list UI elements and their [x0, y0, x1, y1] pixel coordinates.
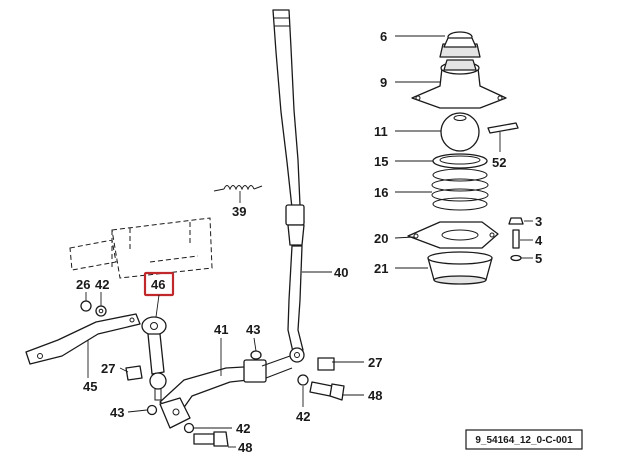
ring-15 [432, 153, 488, 169]
leader-lines [85, 35, 533, 448]
callout-11: 11 [374, 124, 388, 139]
bracket-dashed [69, 217, 213, 279]
cup-21 [427, 251, 493, 285]
callout-39: 39 [232, 204, 246, 219]
callout-42-right: 42 [296, 409, 310, 424]
callout-21: 21 [374, 261, 388, 276]
reference-code-box: 9_54164_12_0-C-001 [465, 429, 583, 450]
callout-6: 6 [380, 29, 387, 44]
callout-48-bottom: 48 [238, 440, 252, 455]
washer-43-left [146, 404, 158, 416]
fasteners-3-4-5 [508, 217, 524, 262]
lever-46 [141, 316, 167, 401]
callout-45: 45 [83, 379, 97, 394]
spring-16 [431, 168, 489, 211]
callout-48-right: 48 [368, 388, 382, 403]
callout-43-left: 43 [110, 405, 124, 420]
shift-arm-40 [287, 245, 305, 363]
callout-labels: 6 9 11 15 16 20 21 52 3 4 5 39 40 26 42 … [76, 29, 543, 455]
callout-27-left: 27 [101, 361, 115, 376]
ball-11 [440, 112, 480, 152]
washer-43-right [250, 350, 262, 360]
callout-16: 16 [374, 185, 388, 200]
flange-20 [407, 221, 499, 249]
bushing-27-left [125, 365, 143, 381]
callout-42-top: 42 [95, 277, 109, 292]
washer-42-right [297, 374, 309, 386]
washer-42-bottom [183, 422, 195, 434]
bolt-48-right [309, 381, 345, 401]
callout-52: 52 [492, 155, 506, 170]
boot-6 [439, 31, 481, 58]
callout-20: 20 [374, 231, 388, 246]
selector-lever-41 [159, 355, 293, 429]
callout-46-highlight[interactable]: 46 [143, 271, 175, 318]
callout-5: 5 [535, 251, 542, 266]
housing-9 [411, 59, 507, 109]
callout-40: 40 [334, 265, 348, 280]
shift-lever-rod [272, 9, 305, 246]
pin-52 [487, 122, 519, 134]
link-plate-45 [25, 313, 141, 365]
callout-15: 15 [374, 154, 388, 169]
callout-4: 4 [535, 233, 543, 248]
spring-39 [213, 185, 263, 192]
callout-3: 3 [535, 214, 542, 229]
reference-code: 9_54164_12_0-C-001 [475, 435, 573, 446]
callout-43-right: 43 [246, 322, 260, 337]
callout-42-bottom: 42 [236, 421, 250, 436]
callout-27-right: 27 [368, 355, 382, 370]
callout-9: 9 [380, 75, 387, 90]
bolt-48-bottom [193, 431, 229, 447]
callout-46[interactable]: 46 [151, 277, 165, 292]
callout-26: 26 [76, 277, 90, 292]
washer-26 [80, 300, 107, 317]
bushing-27-right [317, 357, 335, 371]
callout-41: 41 [214, 322, 228, 337]
